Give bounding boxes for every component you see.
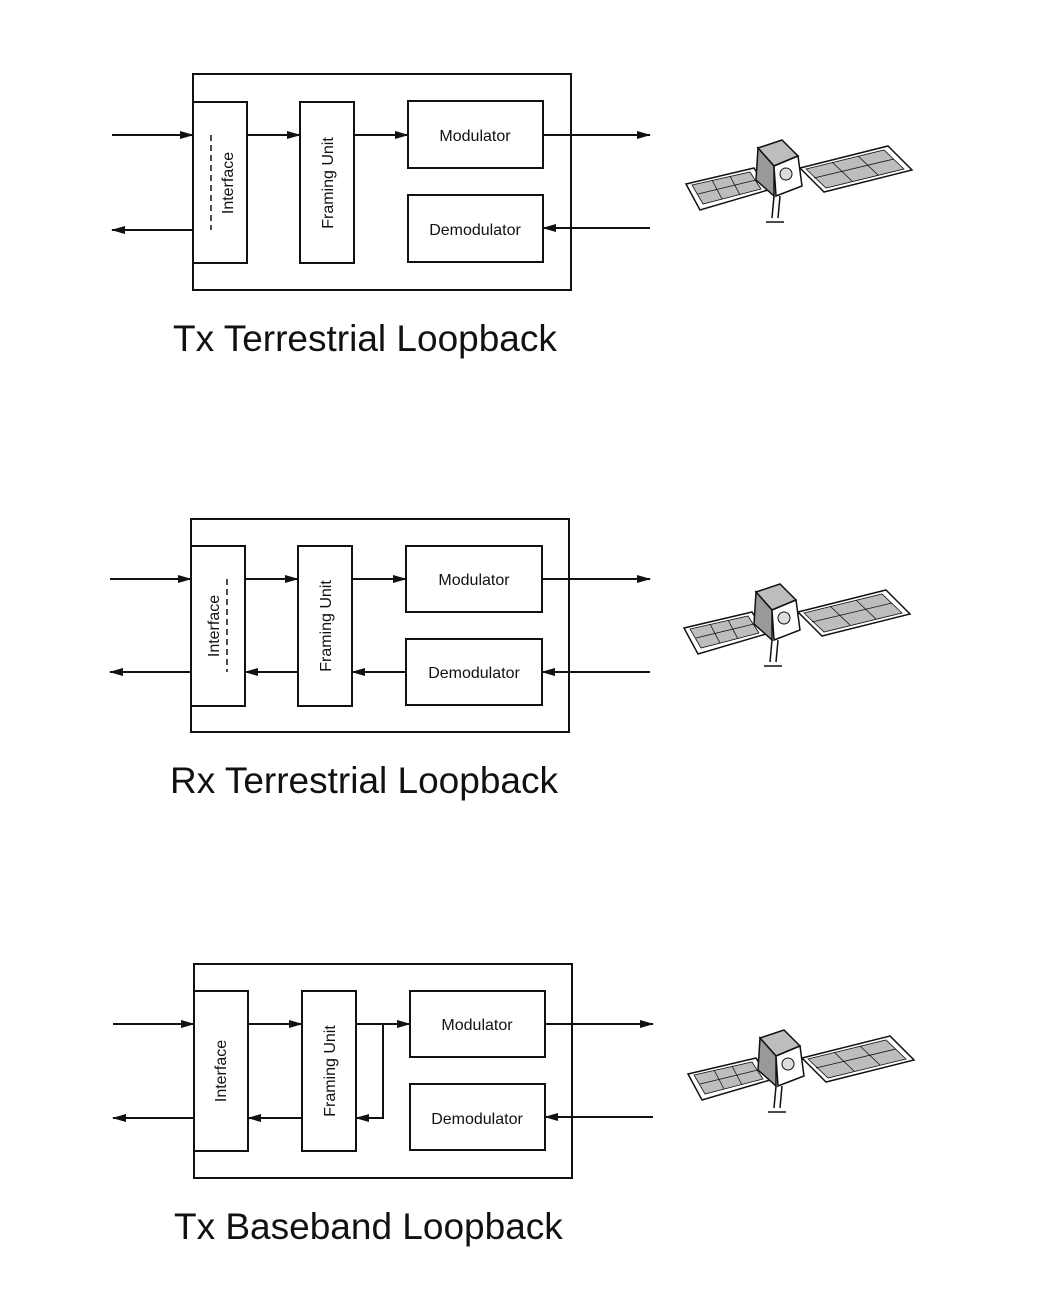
- satellite-icon: [682, 583, 912, 667]
- modulator-label: Modulator: [438, 572, 510, 589]
- framing-unit-label: Framing Unit: [318, 580, 335, 672]
- satellite-icon: [684, 139, 914, 223]
- panel-tx-baseband: Interface Framing Unit Modulator Demodul…: [112, 963, 654, 1247]
- block-diagram-rx-terrestrial: Interface Framing Unit Modulator Demodul…: [109, 518, 651, 733]
- diagram-title: Tx Terrestrial Loopback: [173, 318, 557, 359]
- interface-block: [193, 990, 249, 1152]
- interface-label: Interface: [206, 595, 223, 657]
- demodulator-label: Demodulator: [428, 665, 520, 682]
- panel-rx-terrestrial: Interface Framing Unit Modulator Demodul…: [109, 518, 651, 801]
- framing-unit-label: Framing Unit: [322, 1025, 339, 1117]
- modulator-block: [405, 545, 543, 613]
- framing-unit-label: Framing Unit: [320, 137, 337, 229]
- demodulator-label: Demodulator: [431, 1111, 523, 1128]
- modulator-block: [409, 990, 546, 1058]
- block-diagram-tx-baseband: Interface Framing Unit Modulator Demodul…: [112, 963, 654, 1179]
- modulator-label: Modulator: [441, 1017, 513, 1034]
- demodulator-block: [409, 1083, 546, 1151]
- framing-unit-block: [301, 990, 357, 1152]
- demodulator-label: Demodulator: [429, 222, 521, 239]
- diagram-title: Tx Baseband Loopback: [174, 1206, 563, 1247]
- interface-block: [190, 545, 246, 707]
- panel-tx-terrestrial: Interface Framing Unit Modulator Demodul…: [0, 0, 1063, 380]
- interface-label: Interface: [213, 1040, 230, 1102]
- modulator-label: Modulator: [439, 128, 511, 145]
- baseband-loopback-path: [355, 1024, 384, 1122]
- block-diagram-tx-terrestrial: Interface Framing Unit Modulator Demodul…: [111, 73, 651, 291]
- diagram-title: Rx Terrestrial Loopback: [170, 760, 558, 801]
- framing-unit-block: [299, 101, 355, 264]
- interface-label: Interface: [220, 152, 237, 214]
- interface-block: [192, 101, 248, 264]
- framing-unit-block: [297, 545, 353, 707]
- satellite-icon: [686, 1029, 916, 1113]
